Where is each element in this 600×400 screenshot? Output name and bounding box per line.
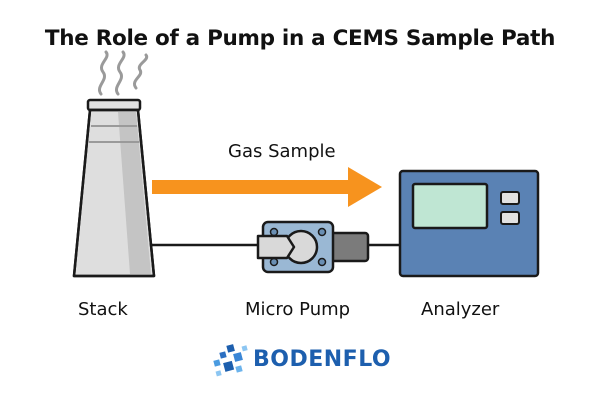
logo-square-5: [223, 360, 235, 372]
stack-outline: [72, 108, 156, 278]
cube-icon: [213, 344, 248, 377]
analyzer-button-bottom: [500, 211, 520, 225]
gas-flow-arrow-shaft: [152, 180, 350, 194]
logo-square-3: [226, 344, 235, 353]
analyzer-icon: [398, 169, 540, 278]
smoke-wisp-left: [98, 50, 109, 96]
logo-square-1: [213, 359, 221, 367]
stack-shading: [118, 112, 151, 274]
pump-screw-tr: [317, 227, 327, 237]
logo-square-4: [233, 352, 243, 362]
pump-inlet-port: [256, 234, 296, 260]
pump-screw-tl: [269, 227, 279, 237]
gas-sample-label: Gas Sample: [228, 141, 336, 162]
analyzer-screen: [411, 182, 489, 230]
micro-pump-icon: [256, 220, 370, 274]
diagram-title: The Role of a Pump in a CEMS Sample Path: [44, 26, 556, 51]
stack-cap: [86, 98, 142, 112]
logo-square-2: [219, 351, 227, 359]
logo-square-7: [215, 370, 222, 377]
gas-flow-arrow: [152, 167, 382, 207]
smoke-icon: [98, 50, 149, 96]
analyzer-button-top: [500, 191, 520, 205]
pump-screw-bl: [269, 257, 279, 267]
pump-screw-br: [317, 257, 327, 267]
smoke-wisp-middle: [115, 50, 126, 96]
analyzer-label: Analyzer: [421, 299, 500, 320]
logo-square-8: [241, 345, 248, 352]
stack-label: Stack: [78, 299, 128, 320]
logo-wordmark: BODENFLO: [253, 347, 392, 372]
smoke-wisp-right: [133, 53, 149, 90]
stack-icon: [72, 98, 156, 278]
gas-flow-arrow-head: [348, 167, 382, 207]
micro-pump-label: Micro Pump: [245, 299, 351, 320]
logo-square-6: [235, 365, 243, 373]
bodenflo-logo: BODENFLO: [210, 340, 402, 382]
